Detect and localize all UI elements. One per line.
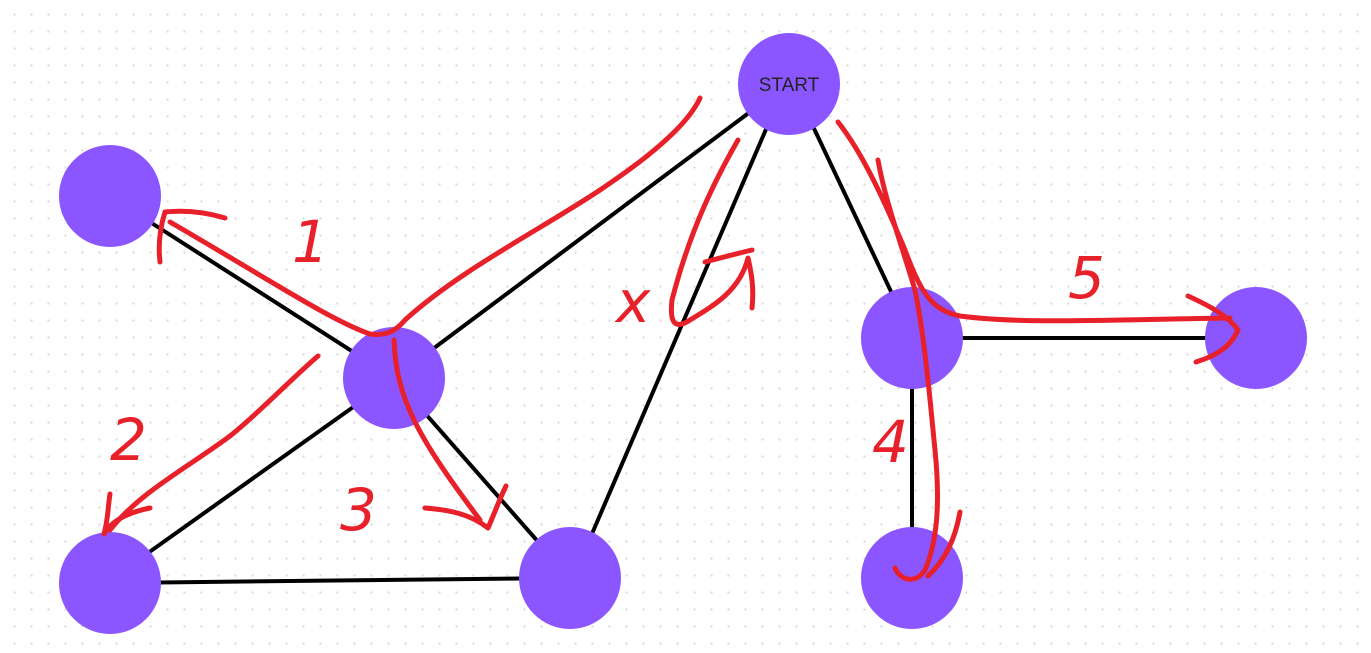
annotation-path-2 [107,353,321,533]
annotation-mark-x: x [614,268,651,336]
annotation-arrowhead-1 [156,208,228,265]
annotation-path-1 [167,95,703,337]
node-bottom-left [59,532,161,634]
annotation-label-2: 2 [110,406,147,474]
edge-bottomleft-bottom-mid [108,576,572,585]
edge-start-center [392,110,752,380]
annotation-label-4: 4 [872,408,909,476]
annotation-path-3 [391,337,483,523]
annotation-path-5 [835,119,1233,324]
annotations: 1 2 3 4 5 x [101,95,1241,582]
annotation-path-4 [875,157,941,582]
annotation-arrowhead-3 [422,483,509,531]
annotation-arrowhead-2 [101,491,153,537]
node-start-label: START [759,75,820,96]
edges [108,110,1258,585]
node-bottom-mid [519,527,621,629]
nodes: START [59,33,1307,634]
annotation-label-3: 3 [340,476,377,544]
node-center [343,327,445,429]
annotation-arrowhead-5 [1185,293,1241,365]
edge-center-bottomleft [108,376,396,582]
annotation-x-hook [702,247,755,265]
node-far-right [1205,287,1307,389]
annotation-label-5: 5 [1068,244,1105,312]
node-top-left [59,145,161,247]
annotation-label-1: 1 [292,208,329,276]
edge-start-right [808,118,897,302]
annotation-arrowhead-4 [925,509,963,579]
edge-start-bottom-mid [586,118,772,545]
annotation-path-x [668,137,756,327]
node-right [861,287,963,389]
node-start [738,33,840,135]
